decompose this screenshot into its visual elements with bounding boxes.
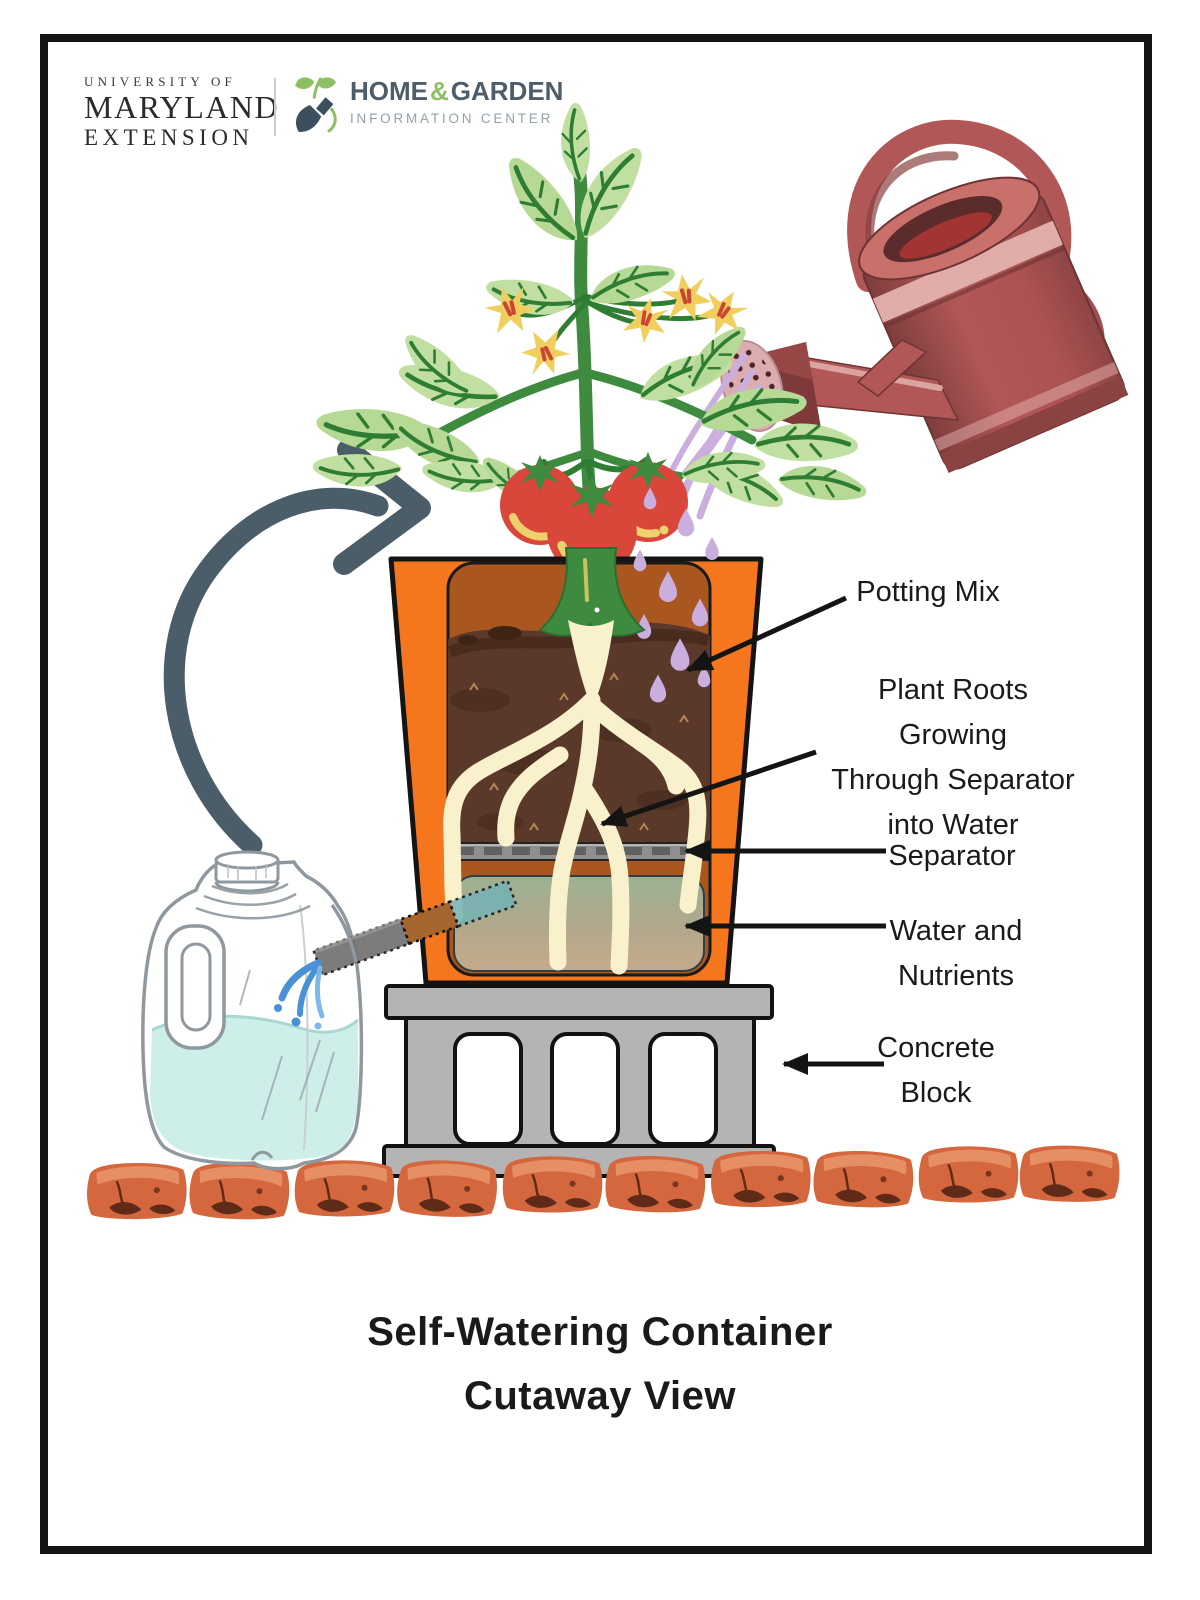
concrete-block bbox=[382, 984, 776, 1178]
label-water-nutrients: Water and Nutrients bbox=[889, 915, 1023, 992]
logo-extension: EXTENSION bbox=[84, 125, 254, 150]
logo-garden: GARDEN bbox=[450, 76, 564, 106]
trowel-sprout-icon bbox=[295, 77, 337, 133]
leader-arrows bbox=[600, 595, 886, 1075]
hgic-wordmark: HOME&GARDEN INFORMATION CENTER bbox=[350, 74, 563, 126]
label-concrete-block: Concrete Block bbox=[877, 1032, 995, 1109]
arrow-potting-mix bbox=[686, 595, 848, 673]
feed-tube bbox=[312, 879, 518, 977]
hgic-logo: HOME&GARDEN INFORMATION CENTER bbox=[290, 74, 563, 136]
separator-bar bbox=[449, 842, 709, 861]
label-separator: Separator bbox=[888, 840, 1016, 872]
label-plant-roots: Plant Roots Growing Through Separator in… bbox=[831, 674, 1075, 841]
umd-extension-wordmark: UNIVERSITY OF MARYLAND EXTENSION bbox=[84, 74, 280, 150]
milk-jug bbox=[141, 850, 364, 1171]
logo-divider bbox=[274, 78, 276, 136]
tomato-plant bbox=[311, 101, 869, 577]
label-potting-mix: Potting Mix bbox=[856, 576, 1000, 608]
jug-cap bbox=[214, 850, 280, 893]
jug-handle bbox=[164, 924, 226, 1050]
diagram-title: Self-Watering Container Cutaway View bbox=[367, 1310, 833, 1418]
logo-university-of: UNIVERSITY OF bbox=[84, 74, 236, 89]
arrow-plant-roots bbox=[600, 749, 817, 827]
water-splash bbox=[274, 959, 325, 1030]
logo-home: HOME bbox=[350, 76, 428, 106]
logo-maryland: MARYLAND bbox=[84, 89, 280, 125]
info-center-subtitle: INFORMATION CENTER bbox=[350, 111, 554, 126]
home-garden-title: HOME&GARDEN bbox=[350, 76, 563, 107]
curved-arrow bbox=[163, 439, 431, 856]
header-logo: UNIVERSITY OF MARYLAND EXTENSION HOME&GA… bbox=[84, 74, 563, 150]
orange-pot bbox=[388, 487, 764, 986]
logo-ampersand: & bbox=[430, 76, 449, 106]
